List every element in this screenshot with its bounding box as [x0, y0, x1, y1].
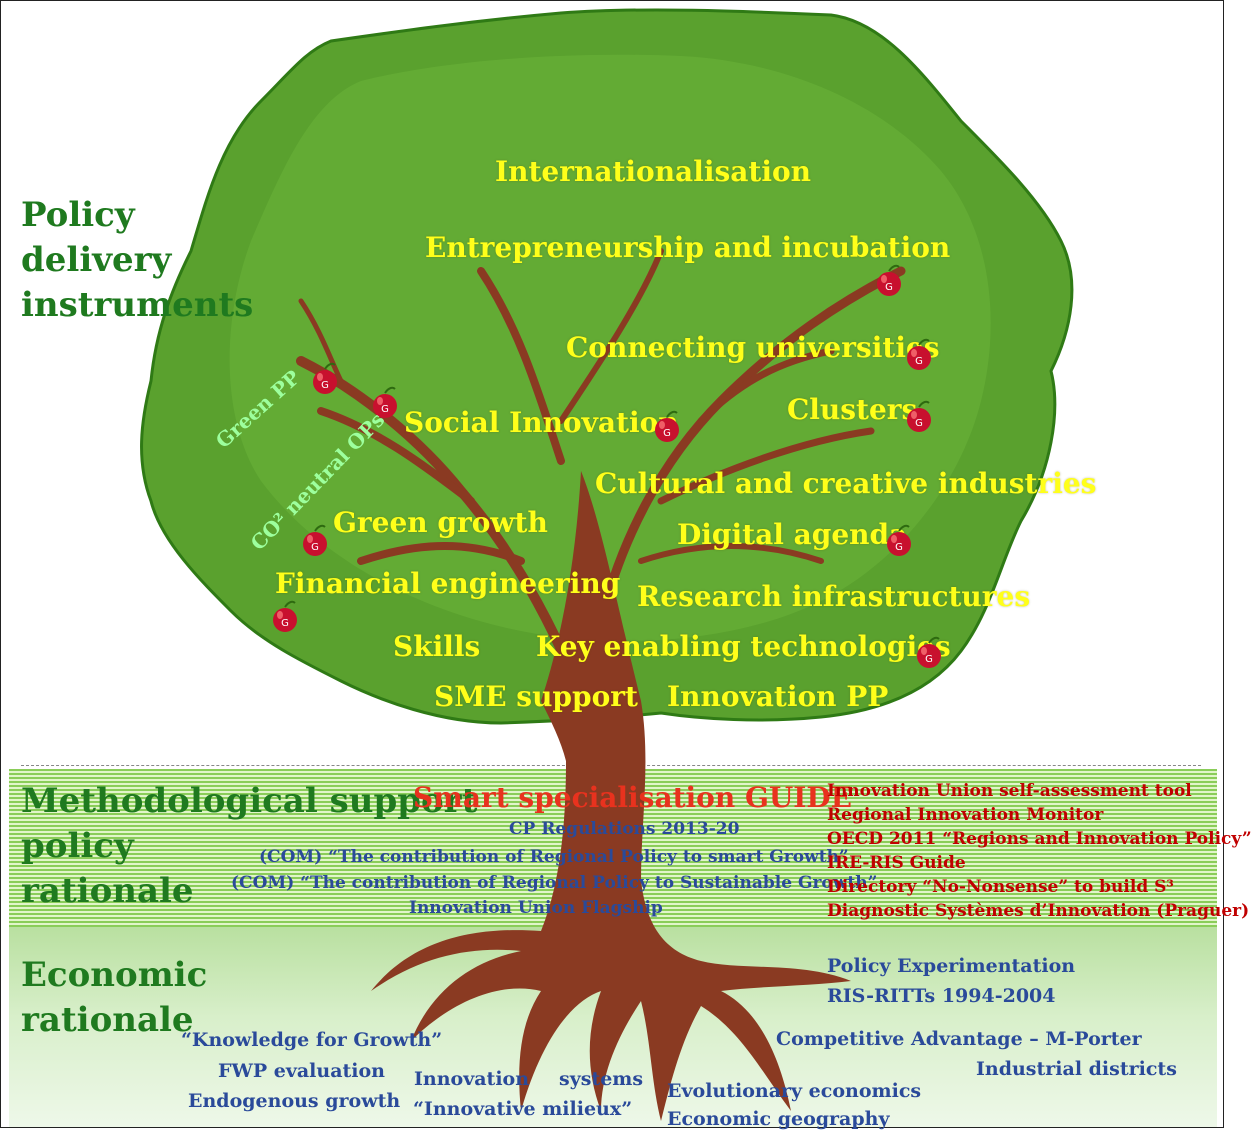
- label-sme-support: SME support: [434, 680, 638, 713]
- tool-item: Directory “No-Nonsense” to build S³: [827, 877, 1174, 897]
- methodological-label: Methodological support policy rationale: [21, 779, 477, 914]
- tools-list: Innovation Union self-assessment tool Re…: [827, 779, 1252, 923]
- label-digital-agenda: Digital agenda: [677, 518, 908, 551]
- root-policy-experimentation: Policy Experimentation: [827, 955, 1076, 977]
- root-endogenous: Endogenous growth: [188, 1090, 401, 1112]
- economic-label: Economic rationale: [21, 953, 207, 1043]
- apple-icon: G: [905, 399, 933, 433]
- methodological-line-3: rationale: [21, 871, 194, 911]
- root-knowledge-growth: “Knowledge for Growth”: [181, 1029, 443, 1051]
- svg-text:G: G: [321, 380, 329, 391]
- apple-icon: G: [301, 523, 329, 557]
- policy-delivery-label: Policy delivery instruments: [21, 193, 253, 328]
- guide-item: CP Regulations 2013-20: [509, 819, 740, 839]
- methodological-line-2: policy: [21, 826, 134, 866]
- label-internationalisation: Internationalisation: [495, 155, 811, 188]
- svg-text:G: G: [663, 428, 671, 439]
- label-research-infrastructures: Research infrastructures: [637, 580, 1031, 613]
- label-social-innovation: Social Innovation: [404, 406, 679, 439]
- label-skills: Skills: [393, 630, 481, 663]
- methodological-line-1: Methodological support: [21, 781, 478, 821]
- apple-icon: G: [905, 337, 933, 371]
- root-ris-ritts: RIS-RITTs 1994-2004: [827, 985, 1056, 1007]
- guide-item: (COM) “The contribution of Regional Poli…: [259, 847, 849, 867]
- label-cultural-creative: Cultural and creative industries: [595, 467, 1097, 500]
- policy-delivery-line-3: instruments: [21, 285, 254, 325]
- guide-item: Innovation Union Flagship: [409, 898, 663, 918]
- root-innovation: Innovation: [414, 1068, 530, 1090]
- apple-icon: G: [371, 385, 399, 419]
- root-competitive-advantage: Competitive Advantage – M-Porter: [776, 1028, 1142, 1050]
- tool-item: IRE-RIS Guide: [827, 853, 966, 873]
- policy-delivery-line-1: Policy: [21, 195, 135, 235]
- svg-text:G: G: [925, 654, 933, 665]
- svg-text:G: G: [895, 542, 903, 553]
- root-fwp: FWP evaluation: [218, 1060, 385, 1082]
- tree-trunk: [371, 471, 851, 1121]
- svg-text:G: G: [311, 542, 319, 553]
- label-innovation-pp: Innovation PP: [667, 680, 889, 713]
- label-entrepreneurship: Entrepreneurship and incubation: [425, 231, 951, 264]
- root-milieux: “Innovative milieux”: [413, 1098, 633, 1120]
- root-geography: Economic geography: [667, 1108, 890, 1130]
- policy-delivery-line-2: delivery: [21, 240, 172, 280]
- apple-icon: G: [311, 361, 339, 395]
- label-connecting-universities: Connecting universities: [566, 331, 940, 364]
- tool-item: Innovation Union self-assessment tool: [827, 781, 1192, 801]
- label-clusters: Clusters: [787, 393, 918, 426]
- svg-text:G: G: [885, 282, 893, 293]
- root-evolutionary: Evolutionary economics: [667, 1080, 922, 1102]
- label-financial-engineering: Financial engineering: [275, 567, 621, 600]
- guide-item: (COM) “The contribution of Regional Poli…: [231, 873, 878, 893]
- apple-icon: G: [885, 523, 913, 557]
- apple-icon: G: [875, 263, 903, 297]
- svg-text:G: G: [915, 356, 923, 367]
- tool-item: OECD 2011 “Regions and Innovation Policy…: [827, 829, 1252, 849]
- label-green-growth: Green growth: [333, 506, 548, 539]
- economic-line-1: Economic: [21, 955, 208, 995]
- apple-icon: G: [271, 599, 299, 633]
- tool-item: Regional Innovation Monitor: [827, 805, 1104, 825]
- svg-text:G: G: [381, 404, 389, 415]
- root-systems: systems: [559, 1068, 644, 1090]
- svg-text:G: G: [915, 418, 923, 429]
- apple-icon: G: [915, 635, 943, 669]
- guide-title: Smart specialisation GUIDE: [413, 781, 852, 814]
- apple-icon: G: [653, 409, 681, 443]
- economic-line-2: rationale: [21, 1000, 194, 1040]
- svg-text:G: G: [281, 618, 289, 629]
- tool-item: Diagnostic Systèmes d’Innovation (Prague…: [827, 901, 1250, 921]
- tree-illustration: [140, 8, 1074, 1121]
- root-industrial-districts: Industrial districts: [976, 1058, 1177, 1080]
- label-key-enabling: Key enabling technologies: [536, 630, 951, 663]
